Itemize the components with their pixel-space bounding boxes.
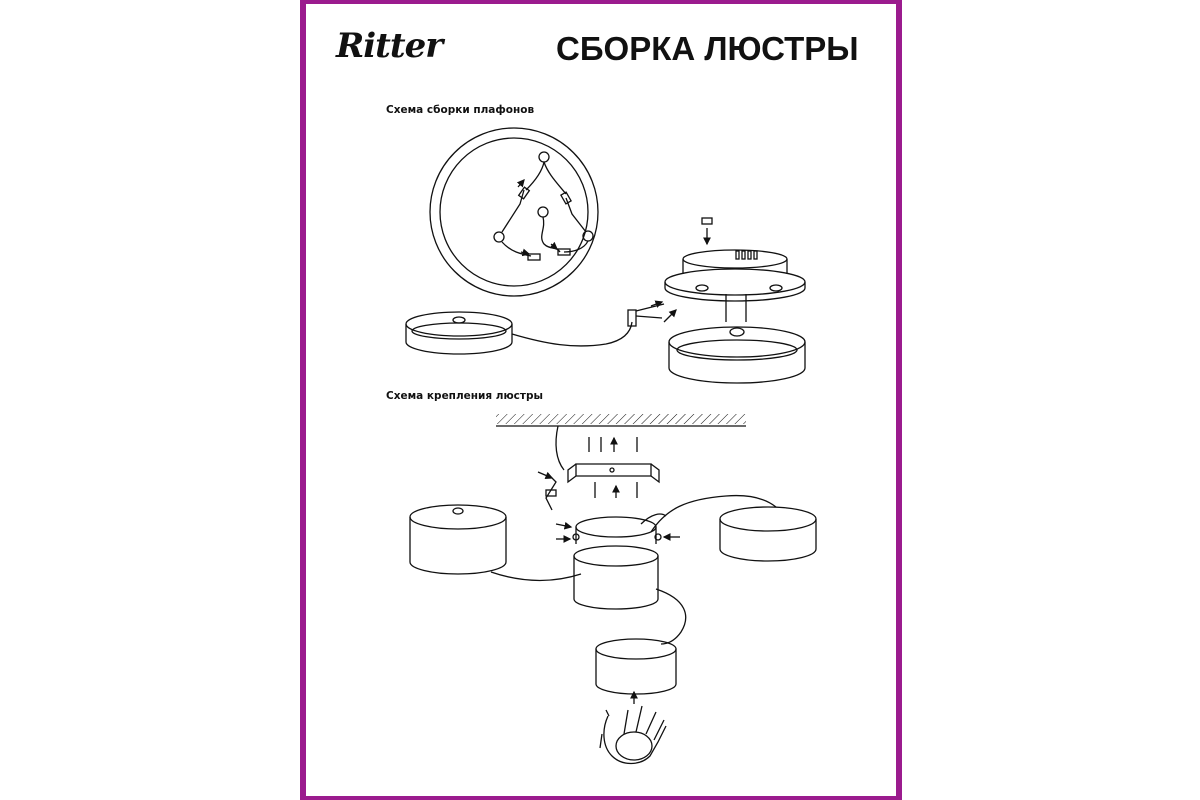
arrow-hub-left — [555, 521, 573, 530]
right-arm — [650, 494, 777, 533]
canopy-slot-2 — [741, 250, 746, 260]
section-title-mounting: Схема крепления люстры — [386, 390, 543, 402]
shade-inner-ring — [439, 137, 589, 287]
canopy-plate — [664, 268, 806, 296]
canopy-slot-1 — [735, 250, 740, 260]
main-shade-rim — [676, 339, 798, 361]
mounting-diagram — [409, 414, 817, 765]
canopy-hole-right — [769, 284, 783, 292]
shade-outer-ring — [429, 127, 599, 297]
section-title-shade-assembly: Схема сборки плафонов — [386, 104, 535, 116]
cable-wire-b — [635, 315, 663, 319]
main-shade-top — [668, 326, 806, 358]
cable-wire-a — [635, 303, 665, 312]
brand-logo: Ritter — [336, 26, 443, 66]
arrow-connector-3 — [520, 248, 531, 257]
instruction-sheet: Ritter СБОРКА ЛЮСТРЫ Схема сборки плафон… — [300, 0, 902, 800]
arrow-connector-1 — [516, 179, 525, 188]
canopy-stem — [725, 294, 747, 322]
socket-left — [493, 231, 505, 243]
dowels — [588, 437, 638, 452]
side-shade-nut — [452, 316, 466, 324]
hub-screw-right — [654, 533, 662, 541]
hub-sides — [575, 527, 657, 544]
canopy-sides — [682, 259, 788, 274]
top-screw — [701, 217, 713, 225]
socket-top — [538, 151, 550, 163]
canopy-slot-3 — [747, 250, 752, 260]
canopy-slot-4 — [753, 250, 758, 260]
hand-motion-lines — [599, 709, 610, 749]
lower-shade-top — [595, 638, 677, 660]
arrow-cable-1 — [650, 300, 664, 308]
side-shade-cable — [511, 321, 633, 347]
connector-2 — [560, 191, 572, 205]
canopy-hole-left — [695, 284, 709, 292]
left-shade-nut — [452, 507, 464, 515]
cable-connector — [627, 309, 637, 327]
wire-left — [501, 189, 525, 233]
terminal-wire — [545, 473, 557, 511]
lower-arm — [655, 588, 687, 645]
arrow-cable-2 — [663, 309, 677, 323]
right-shade-top — [719, 506, 817, 532]
left-shade-body — [409, 517, 507, 575]
right-arm-inner — [640, 513, 667, 525]
wire-center — [541, 216, 561, 253]
assembly-diagram — [405, 127, 817, 765]
center-shade-body — [573, 556, 659, 610]
bracket-legs — [567, 463, 660, 484]
connector-1 — [517, 186, 531, 200]
ceiling-wire — [555, 425, 565, 471]
canopy-plate-edge — [664, 282, 806, 302]
left-arm — [490, 571, 582, 582]
hand-held-diffuser — [615, 731, 653, 761]
ceiling-hatch — [496, 414, 746, 424]
hub-top — [575, 516, 657, 538]
connector-3 — [527, 253, 541, 261]
right-shade-body — [719, 519, 817, 562]
bracket-hole — [609, 467, 615, 473]
bracket-screws — [594, 482, 638, 498]
center-shade-top — [573, 545, 659, 567]
terminal-block — [545, 489, 557, 497]
main-shade-nut — [729, 327, 745, 337]
hand-icon — [603, 705, 667, 765]
side-shade-body — [405, 324, 513, 355]
arrow-connector-4 — [549, 241, 558, 250]
arrow-terminal — [537, 471, 554, 480]
socket-center — [537, 206, 549, 218]
wire-top — [525, 161, 567, 195]
connector-4 — [557, 248, 571, 256]
canopy-top — [682, 249, 788, 269]
shade-assembly-diagram — [405, 127, 806, 384]
wire-right — [565, 197, 587, 233]
main-shade-body — [668, 342, 806, 384]
side-shade-top — [405, 311, 513, 337]
page-title: СБОРКА ЛЮСТРЫ — [556, 30, 859, 67]
hub-screw-left — [572, 533, 580, 541]
